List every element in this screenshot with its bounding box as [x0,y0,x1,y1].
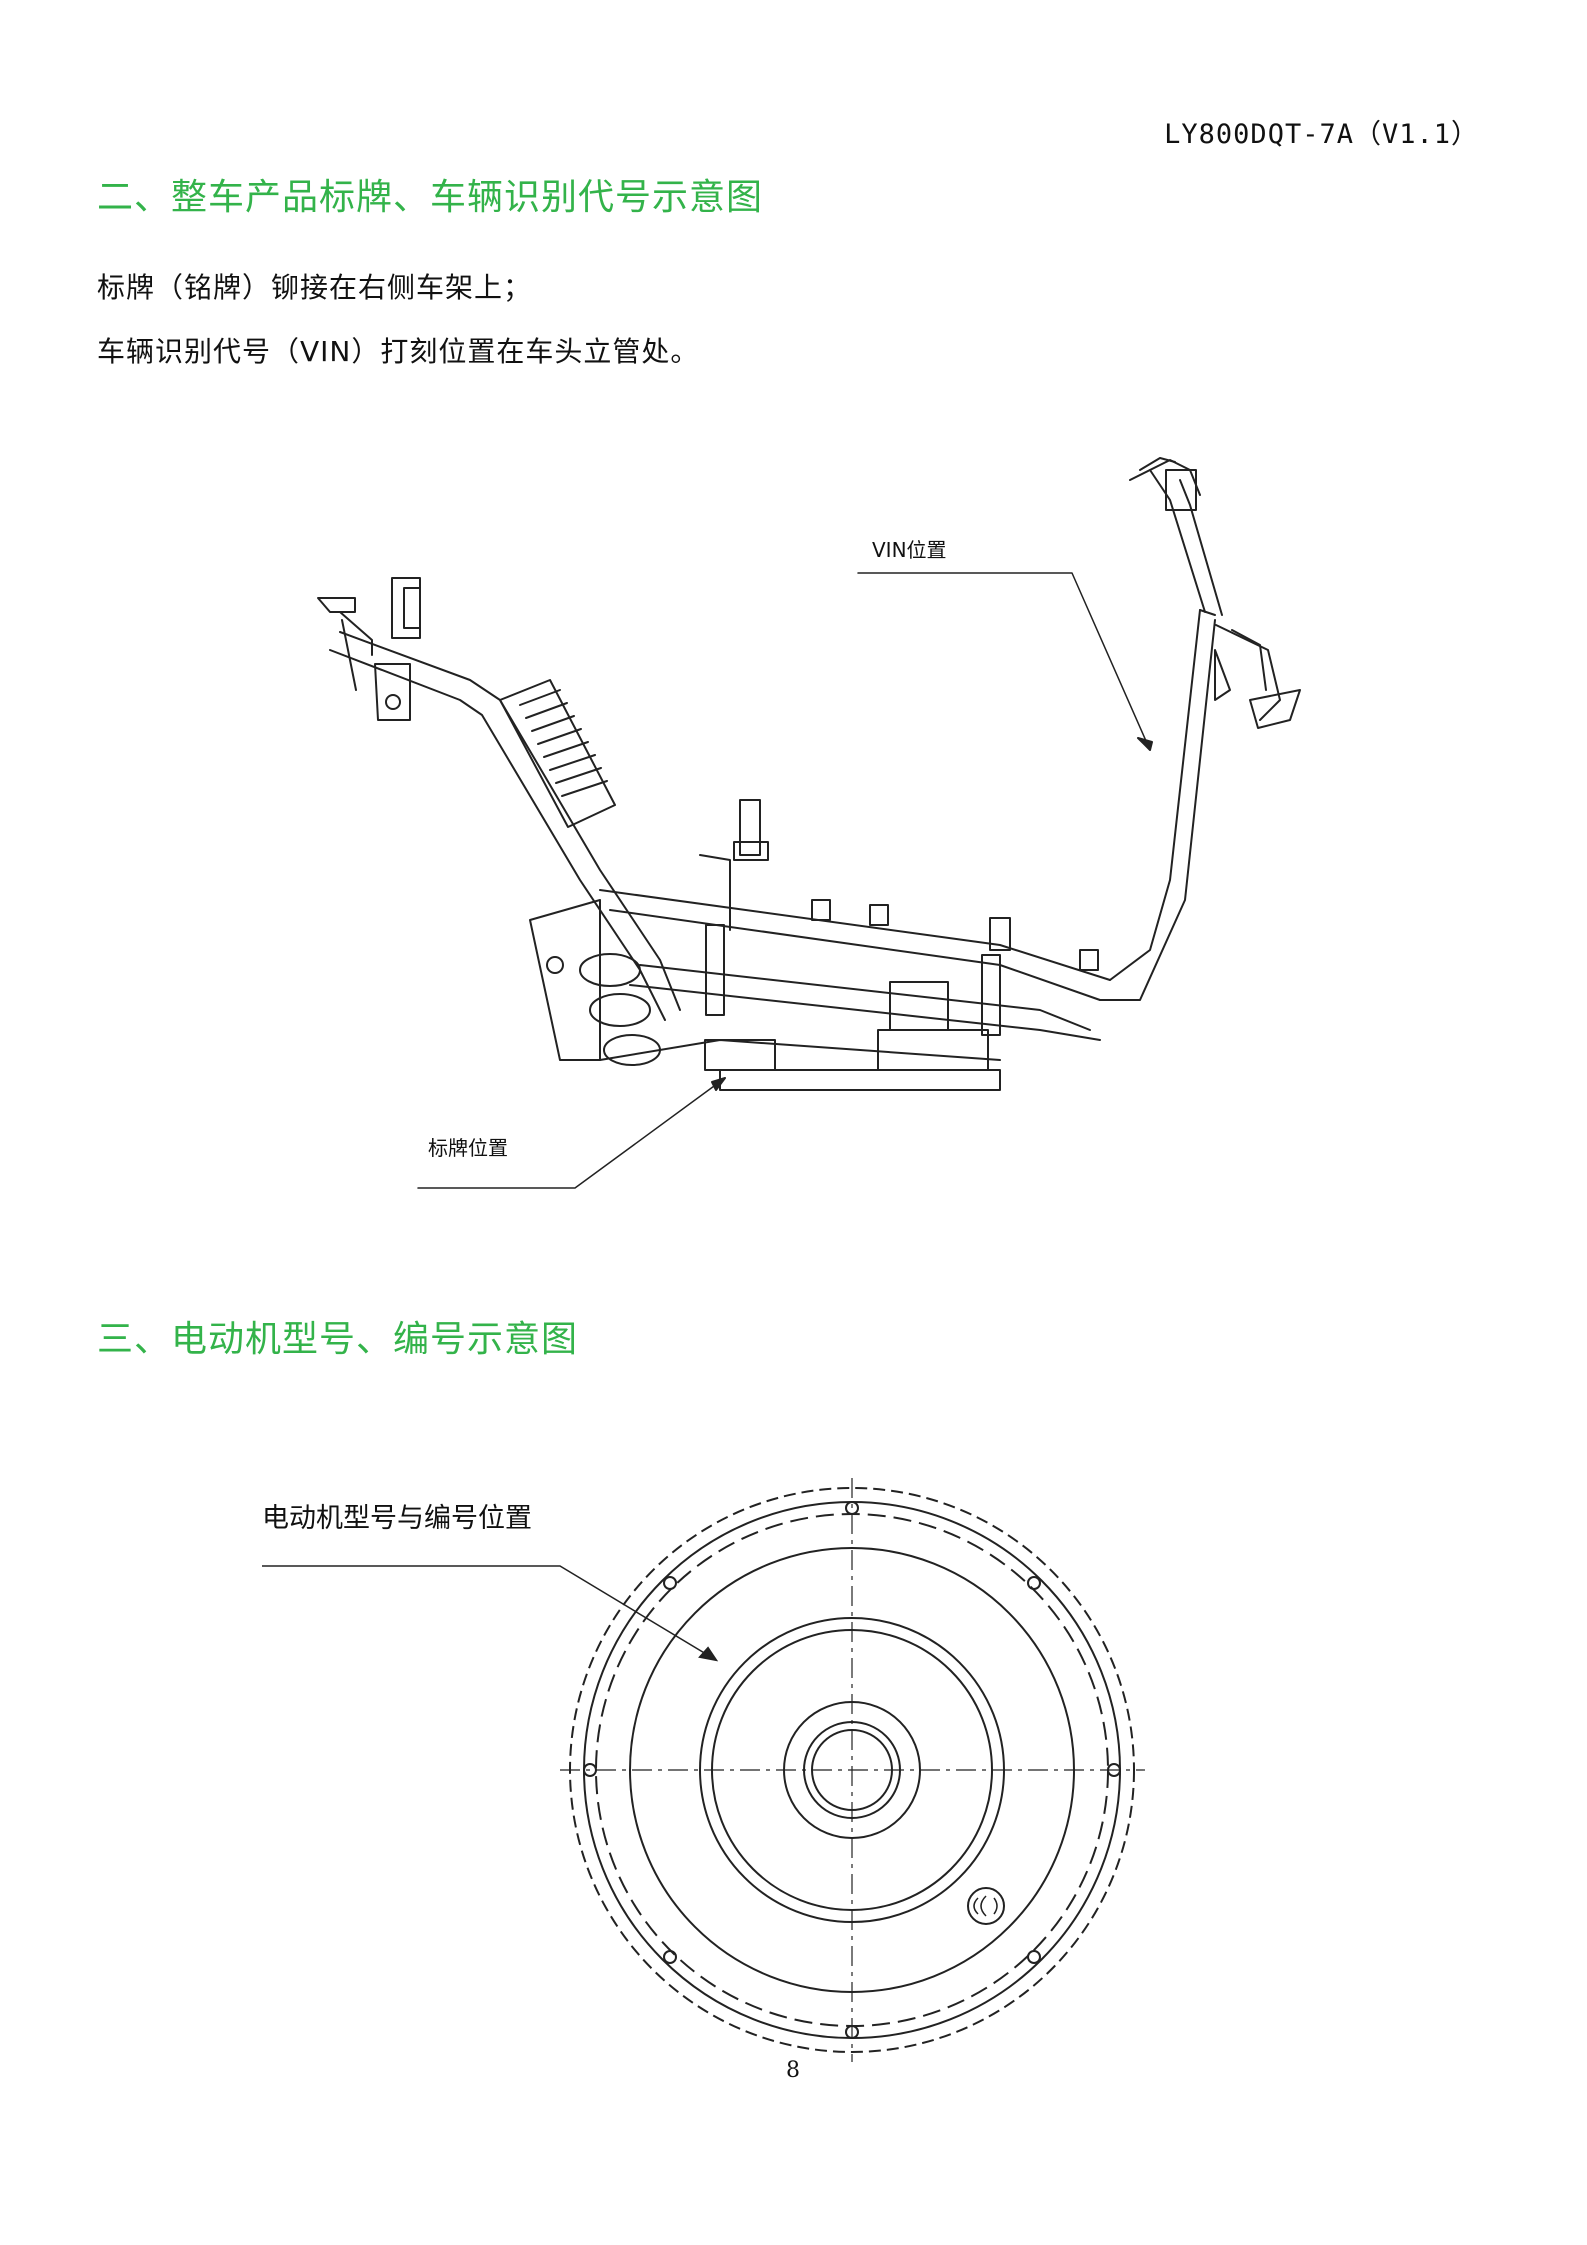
nameplate-description: 标牌（铭牌）铆接在右侧车架上； [97,271,533,304]
section-heading-motor: 三、电动机型号、编号示意图 [97,1319,579,1360]
document-code: LY800DQT-7A（V1.1） [1164,119,1479,150]
section-heading-nameplate-vin: 二、整车产品标牌、车辆识别代号示意图 [97,177,764,218]
motor-model-number-label: 电动机型号与编号位置 [262,1503,532,1534]
vin-description: 车辆识别代号（VIN）打刻位置在车头立管处。 [97,335,700,368]
page-number: 8 [786,2058,800,2083]
vin-position-label: VIN位置 [872,538,947,562]
nameplate-position-label: 标牌位置 [428,1136,508,1160]
